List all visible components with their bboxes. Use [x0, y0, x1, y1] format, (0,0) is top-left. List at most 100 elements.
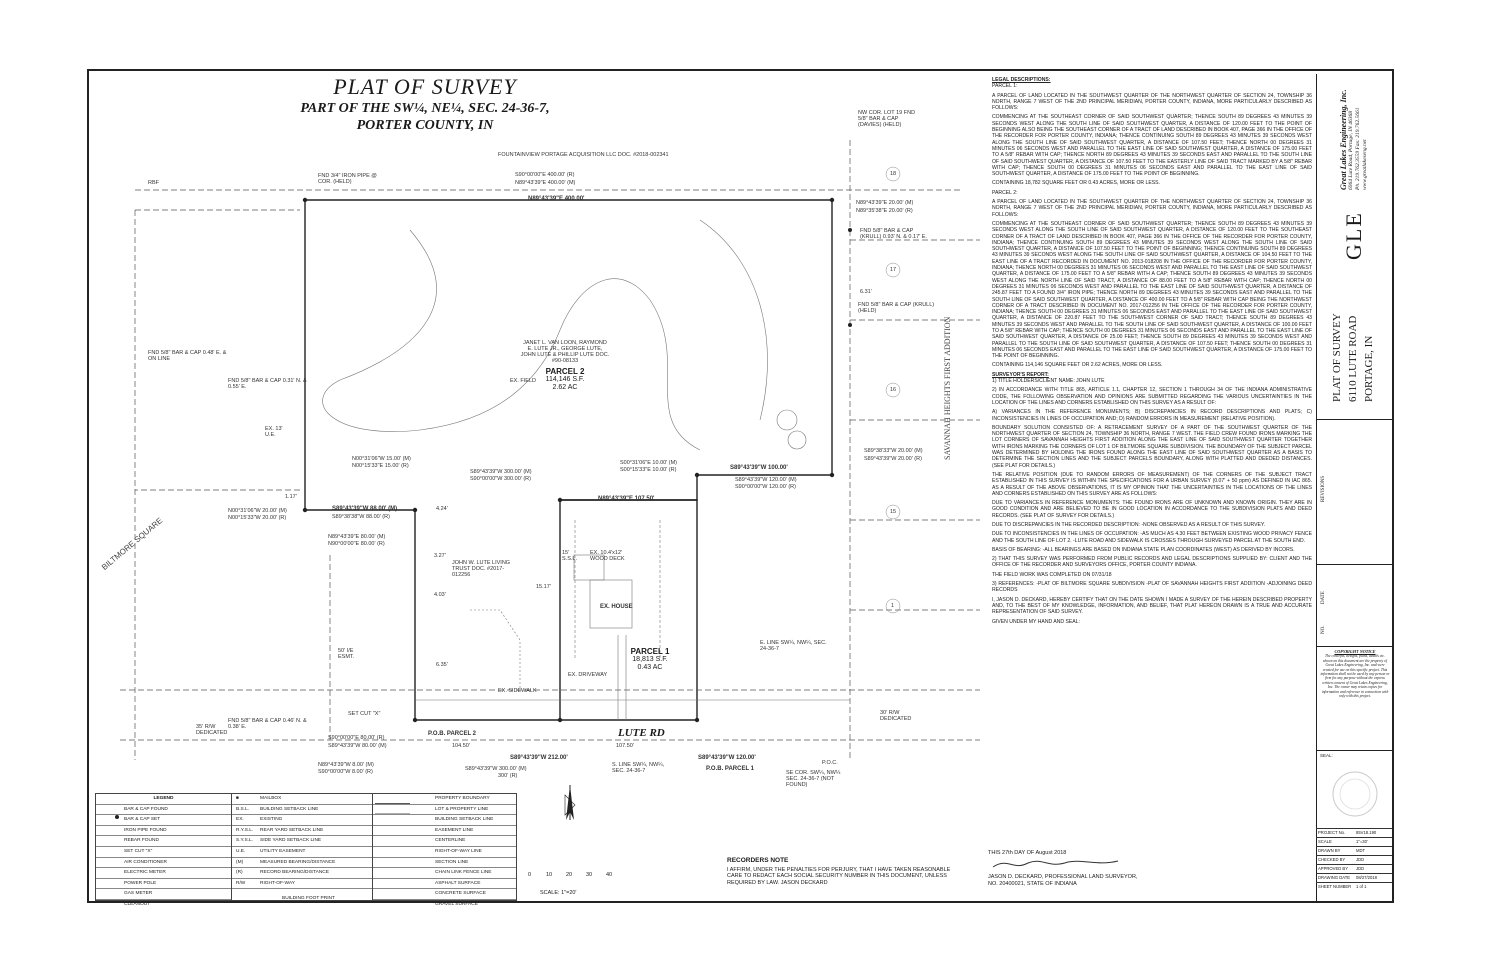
- map-label: 107.50': [616, 743, 634, 749]
- report-item: BOUNDARY SOLUTION CONSISTED OF: A RETRAC…: [992, 424, 1312, 469]
- parcel-1-name: PARCEL 1: [630, 647, 670, 656]
- date-line: THIS 27th DAY OF August 2018: [988, 850, 1067, 856]
- map-label: N89°43'39"W 8.00' (M): [318, 762, 374, 768]
- map-label: E. LINE SW¼, NW¼, SEC. 24-36-7: [760, 640, 827, 652]
- copyright-body: The concepts, designs, plans, details et…: [1320, 654, 1390, 699]
- signer-line: JASON D. DECKARD, PROFESSIONAL LAND SURV…: [988, 874, 1138, 887]
- sheet-title-2: 6110 LUTE ROAD: [1347, 315, 1359, 402]
- date-label: DATE: [1321, 591, 1326, 604]
- report-item: THE FIELD WORK WAS COMPLETED ON 07/31/18: [992, 571, 1112, 578]
- report-item: THE RELATIVE POSITION (DUE TO RANDOM ERR…: [992, 471, 1312, 497]
- map-label: S00°31'06"E 10.00' (M): [620, 460, 678, 466]
- legend-item: GAS METER: [96, 889, 231, 900]
- report-item: I, JASON D. DECKARD, HEREBY CERTIFY THAT…: [992, 596, 1312, 616]
- map-label: N89°43'39"E 80.00' (M): [328, 534, 386, 540]
- house-label: EX. HOUSE: [600, 604, 633, 610]
- sheet-title-3: PORTAGE, IN: [1363, 335, 1375, 402]
- lot-number: 1: [891, 603, 895, 609]
- legend-item: BAR & CAP FOUND: [96, 805, 231, 816]
- signature-block: THIS 27th DAY OF August 2018 JASON D. DE…: [988, 850, 1138, 888]
- map-label: S89°43'39"W 300.00' (M): [470, 469, 532, 475]
- map-label: N90°00'00"E 80.00' (R): [328, 541, 385, 547]
- legend-item: CENTERLINE: [373, 836, 516, 847]
- firm-name: Great Lakes Engineering, Inc.: [1339, 89, 1348, 190]
- seal-icon: [1332, 771, 1378, 817]
- report-item: A) VARIANCES IN THE REFERENCE MONUMENTS;…: [992, 409, 1312, 422]
- map-label: S90°00'00"E 400.00' (R): [515, 172, 575, 178]
- legend-item: REBAR FOUND: [96, 836, 231, 847]
- map-label: N89°35'38"E 20.00' (R): [856, 208, 913, 214]
- map-label: N00°15'33"W 20.00' (R): [228, 515, 287, 521]
- map-label: P.O.B. PARCEL 1: [706, 766, 755, 772]
- map-label: FND 5/8" BAR & CAP (KRULL) 0.93' N. & 0.…: [860, 228, 927, 240]
- map-label: EX. 13' U.E.: [265, 426, 283, 438]
- map-label: N89°43'39"E 107.50': [598, 496, 655, 502]
- map-label: N00°15'33"E 15.00' (R): [352, 463, 409, 469]
- firm-web: www.greatlakeseng.net: [1362, 139, 1368, 190]
- legend-title: LEGEND: [96, 794, 231, 805]
- seal-label: SEAL:: [1320, 753, 1333, 758]
- legend-item: CLEANOUT: [124, 901, 151, 907]
- legend-item: BAR & CAP SET: [96, 815, 231, 826]
- report-item: 2) IN ACCORDANCE WITH TITLE 865, ARTICLE…: [992, 387, 1312, 406]
- parcel-2-area: 114,146 S.F.: [545, 376, 585, 383]
- map-label: S89°43'39"W 100.00': [730, 465, 788, 471]
- recorders-note: RECORDERS NOTE I AFFIRM, UNDER THE PENAL…: [727, 857, 957, 886]
- report-item: 1) TITLE HOLDERS/CLIENT NAME: JOHN LUTE: [992, 378, 1105, 385]
- owner-p2-label: JANET L. VAN LOON, RAYMOND E. LUTE JR., …: [520, 340, 610, 364]
- legend-item: LOT & PROPERTY LINE: [373, 805, 516, 816]
- map-label: S89°43'39"W 120.00': [698, 755, 756, 761]
- map-label: S. LINE SW¼, NW¼, SEC. 24-36-7: [612, 762, 665, 774]
- map-label: P.O.B. PARCEL 2: [428, 731, 477, 737]
- report-item: DUE TO DISCREPANCIES IN THE RECORDED DES…: [992, 522, 1266, 528]
- parcel1-text-b: COMMENCING AT THE SOUTHEAST CORNER OF SA…: [992, 114, 1312, 178]
- sheet-title-1: PLAT OF SURVEY: [1331, 313, 1343, 402]
- parcel1-text-a: A PARCEL OF LAND LOCATED IN THE SOUTHWES…: [992, 92, 1312, 112]
- copyright-head: COPYRIGHT NOTICE: [1334, 649, 1376, 654]
- legend-item: EASEMENT LINE: [373, 826, 516, 837]
- map-label: FND 3/4" IRON PIPE @ COR. (HELD): [318, 173, 377, 185]
- legal-descriptions: LEGAL DESCRIPTIONS: PARCEL 1: A PARCEL O…: [992, 74, 1312, 628]
- map-label: FND 5/8" BAR & CAP (KRULL) (HELD): [858, 302, 935, 314]
- parcel-2-label: JANET L. VAN LOON, RAYMOND E. LUTE JR., …: [520, 340, 610, 392]
- title-sub1: PART OF THE SW¼, NE¼, SEC. 24-36-7,: [300, 101, 550, 116]
- map-label: 300' (R): [498, 773, 518, 779]
- legend-item: AIR CONDITIONER: [96, 858, 231, 869]
- legend-item: CHAIN LINK FENCE LINE: [373, 868, 516, 879]
- legend-item: POWER POLE: [96, 879, 231, 890]
- parcel1-heading: PARCEL 1:: [992, 83, 1018, 90]
- map-label: N89°43'39"E 20.00' (M): [856, 200, 914, 206]
- map-label: S89°43'39"W 20.00' (R): [864, 456, 922, 462]
- map-label: S89°38'33"W 20.00' (M): [864, 448, 923, 454]
- map-label: SET CUT "X": [348, 711, 381, 717]
- legend-item: GRAVEL SURFACE: [435, 901, 478, 907]
- map-label: N89°43'39"E 400.00': [528, 196, 585, 202]
- map-label: 4.03': [434, 592, 446, 598]
- road-label: LUTE RD: [618, 727, 665, 739]
- map-label: P.O.C.: [822, 760, 838, 766]
- lot-number: 15: [890, 509, 897, 515]
- map-label: 6.35': [436, 662, 448, 668]
- sheet-border: [87, 69, 1394, 903]
- report-item: BASIS OF BEARING: -ALL BEARINGS ARE BASE…: [992, 546, 1295, 553]
- legend-item: U.E.UTILITY EASEMENT: [232, 847, 372, 858]
- parcel-1-label: PARCEL 1 18,813 S.F. 0.43 AC: [615, 648, 685, 672]
- map-label: 104.50': [452, 743, 470, 749]
- map-label: S90°00'00"E 80.00' (R): [328, 735, 385, 741]
- map-label: 15.17': [536, 584, 551, 590]
- survey-map: [115, 140, 980, 820]
- map-label: FND 5/8" BAR & CAP 0.48' E. & ON LINE: [148, 350, 227, 362]
- map-label: EX. FIELD: [510, 378, 536, 384]
- legend-item: BUILDING SETBACK LINE: [373, 815, 516, 826]
- map-label: 30' R/W DEDICATED: [880, 710, 912, 722]
- map-label: S89°38'38"W 88.00' (R): [332, 514, 390, 520]
- legend-item: (M)MEASURED BEARING/DISTANCE: [232, 858, 372, 869]
- legend-item: R.Y.S.L.REAR YARD SETBACK LINE: [232, 826, 372, 837]
- map-label: 4.24': [436, 506, 448, 512]
- title-strip: Great Lakes Engineering, Inc. 6964 Lute …: [1316, 74, 1393, 902]
- map-label: N89°43'39"E 400.00' (M): [515, 180, 576, 186]
